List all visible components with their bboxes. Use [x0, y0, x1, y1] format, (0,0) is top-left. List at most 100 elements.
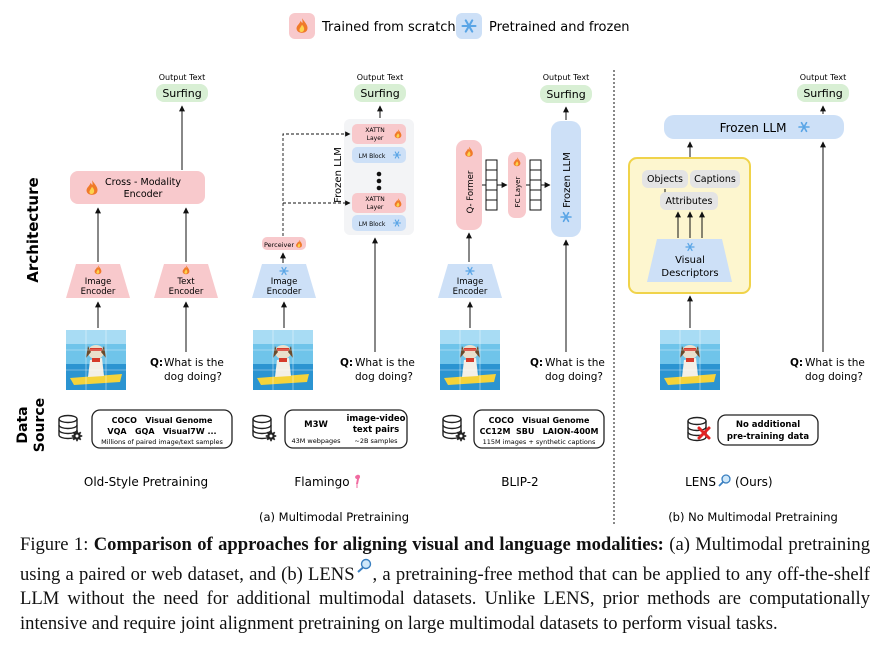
blip2-frozen-llm-label: Frozen LLM [562, 152, 573, 208]
visual-descriptors-label: Descriptors [661, 268, 718, 279]
flamingo-dataset-box [284, 409, 408, 449]
question-q: Q: [340, 357, 353, 369]
text-encoder [154, 264, 218, 298]
blip2-dataset-box [473, 409, 605, 449]
figure-caption: Figure 1: Comparison of approaches for a… [20, 533, 870, 636]
surfing-output [797, 84, 849, 102]
text-encoder-label: Text [176, 277, 195, 287]
cross-icon [697, 426, 711, 440]
subcaption-b: (b) No Multimodal Pretraining [668, 510, 838, 524]
output-text-label: Output Text [159, 73, 206, 82]
image-encoder-label: Encoder [453, 287, 488, 297]
caption-prefix: Figure 1: [20, 534, 94, 555]
flamingo-ds2-name: text pairs [353, 425, 399, 435]
image-encoder-label: Image [457, 277, 484, 287]
question-line1: What is the [355, 357, 415, 369]
token-grid [529, 159, 542, 211]
lens-no-data-line1: No additional [736, 420, 800, 430]
oldstyle-datasets-line1: COCO Visual Genome [112, 416, 213, 425]
surfing-output [540, 85, 592, 103]
image-encoder [438, 264, 502, 298]
flamingo-icon [355, 474, 361, 488]
captions-chip [690, 170, 740, 188]
surfing-label: Surfing [360, 87, 399, 100]
attributes-label: Attributes [666, 196, 713, 207]
fc-layer-label: FC Layer [514, 177, 522, 208]
oldstyle-datasets-line2: VQA GQA Visual7W ... [107, 427, 216, 436]
image-encoder [252, 264, 316, 298]
output-text-label: Output Text [357, 73, 404, 82]
question-line1: What is the [545, 357, 605, 369]
dog-image [252, 329, 314, 391]
output-text-label: Output Text [543, 73, 590, 82]
perceiver-label: Perceiver [264, 241, 294, 249]
question-line1: What is the [805, 357, 865, 369]
lens-panel: Output Text Surfing Frozen LLM Objects C… [628, 73, 865, 489]
flamingo-ds1-name: M3W [304, 420, 328, 430]
oldstyle-name: Old-Style Pretraining [84, 475, 208, 489]
surfing-label: Surfing [546, 88, 585, 101]
question-label: Q: [340, 357, 353, 369]
question-line2: dog doing? [164, 371, 222, 383]
surfing-label: Surfing [162, 87, 201, 100]
oldstyle-panel: Output Text Surfing Cross - Modality Enc… [58, 73, 233, 489]
flamingo-frozen-llm-label: Frozen LLM [333, 147, 344, 203]
cross-modality-encoder [70, 171, 205, 204]
flamingo-ds1-size: 43M webpages [291, 437, 341, 445]
blip2-name: BLIP-2 [501, 475, 538, 489]
row-label-data: Data [15, 406, 31, 443]
caption-part1: (a) Multimodal pretraining using a paire… [20, 534, 870, 585]
image-encoder-label: Encoder [267, 287, 302, 297]
lens-no-data-line2: pre-training data [727, 432, 809, 442]
image-encoder-label: Image [85, 277, 112, 287]
cross-modality-label: Cross - Modality [105, 177, 181, 188]
legend-frozen-label: Pretrained and frozen [489, 20, 630, 35]
row-label-source: Source [32, 398, 48, 452]
figure-diagram: Trained from scratch Pretrained and froz… [15, 13, 865, 525]
xattn-layer [352, 124, 406, 144]
caption-bold: Comparison of approaches for aligning vi… [93, 534, 664, 555]
gear-icon [70, 429, 84, 443]
visual-descriptors [647, 239, 732, 282]
blip2-datasets-line2: CC12M SBU LAION-400M [480, 427, 599, 436]
objects-label: Objects [647, 174, 683, 185]
flamingo-panel: Output Text Surfing Frozen LLM XATTN Lay… [252, 73, 415, 489]
database-icon [687, 416, 707, 442]
qformer-label: Q- Former [466, 170, 476, 213]
token-grid [485, 159, 498, 211]
cross-modality-label: Encoder [124, 189, 163, 200]
gear-icon [454, 429, 468, 443]
perceiver [262, 237, 306, 250]
image-encoder [66, 264, 130, 298]
dog-image [439, 329, 501, 391]
magnifier-icon [356, 558, 371, 573]
dog-image [659, 329, 721, 391]
gear-icon [264, 429, 278, 443]
dog-image [65, 329, 127, 391]
captions-label: Captions [694, 174, 736, 185]
question-line2: dog doing? [805, 371, 863, 383]
xattn-layer [352, 193, 406, 213]
surfing-label: Surfing [803, 87, 842, 100]
lm-block-label: LM Block [359, 153, 386, 160]
lens-name: LENS [685, 475, 716, 489]
question-line2: dog doing? [545, 371, 603, 383]
dashed-connector [282, 131, 351, 236]
magnifier-icon [718, 474, 731, 487]
flamingo-name: Flamingo [294, 475, 349, 489]
row-label-architecture: Architecture [24, 177, 42, 282]
qformer [456, 140, 482, 230]
caption-part2: , a pretraining-free method that can be … [20, 563, 870, 634]
subcaption-a: (a) Multimodal Pretraining [259, 510, 409, 524]
blip2-datasets-line1: COCO Visual Genome [489, 416, 590, 425]
xattn-layer-label: XATTN [365, 196, 384, 203]
question-q: Q: [790, 357, 803, 369]
fc-layer [508, 152, 526, 218]
ellipsis-dot [376, 178, 382, 184]
image-encoder-label: Image [271, 277, 298, 287]
lm-block-label: LM Block [359, 221, 386, 228]
question-q: Q: [530, 357, 543, 369]
lm-block [352, 147, 406, 163]
question-q: Q: [150, 357, 163, 369]
output-text-label: Output Text [800, 73, 847, 82]
